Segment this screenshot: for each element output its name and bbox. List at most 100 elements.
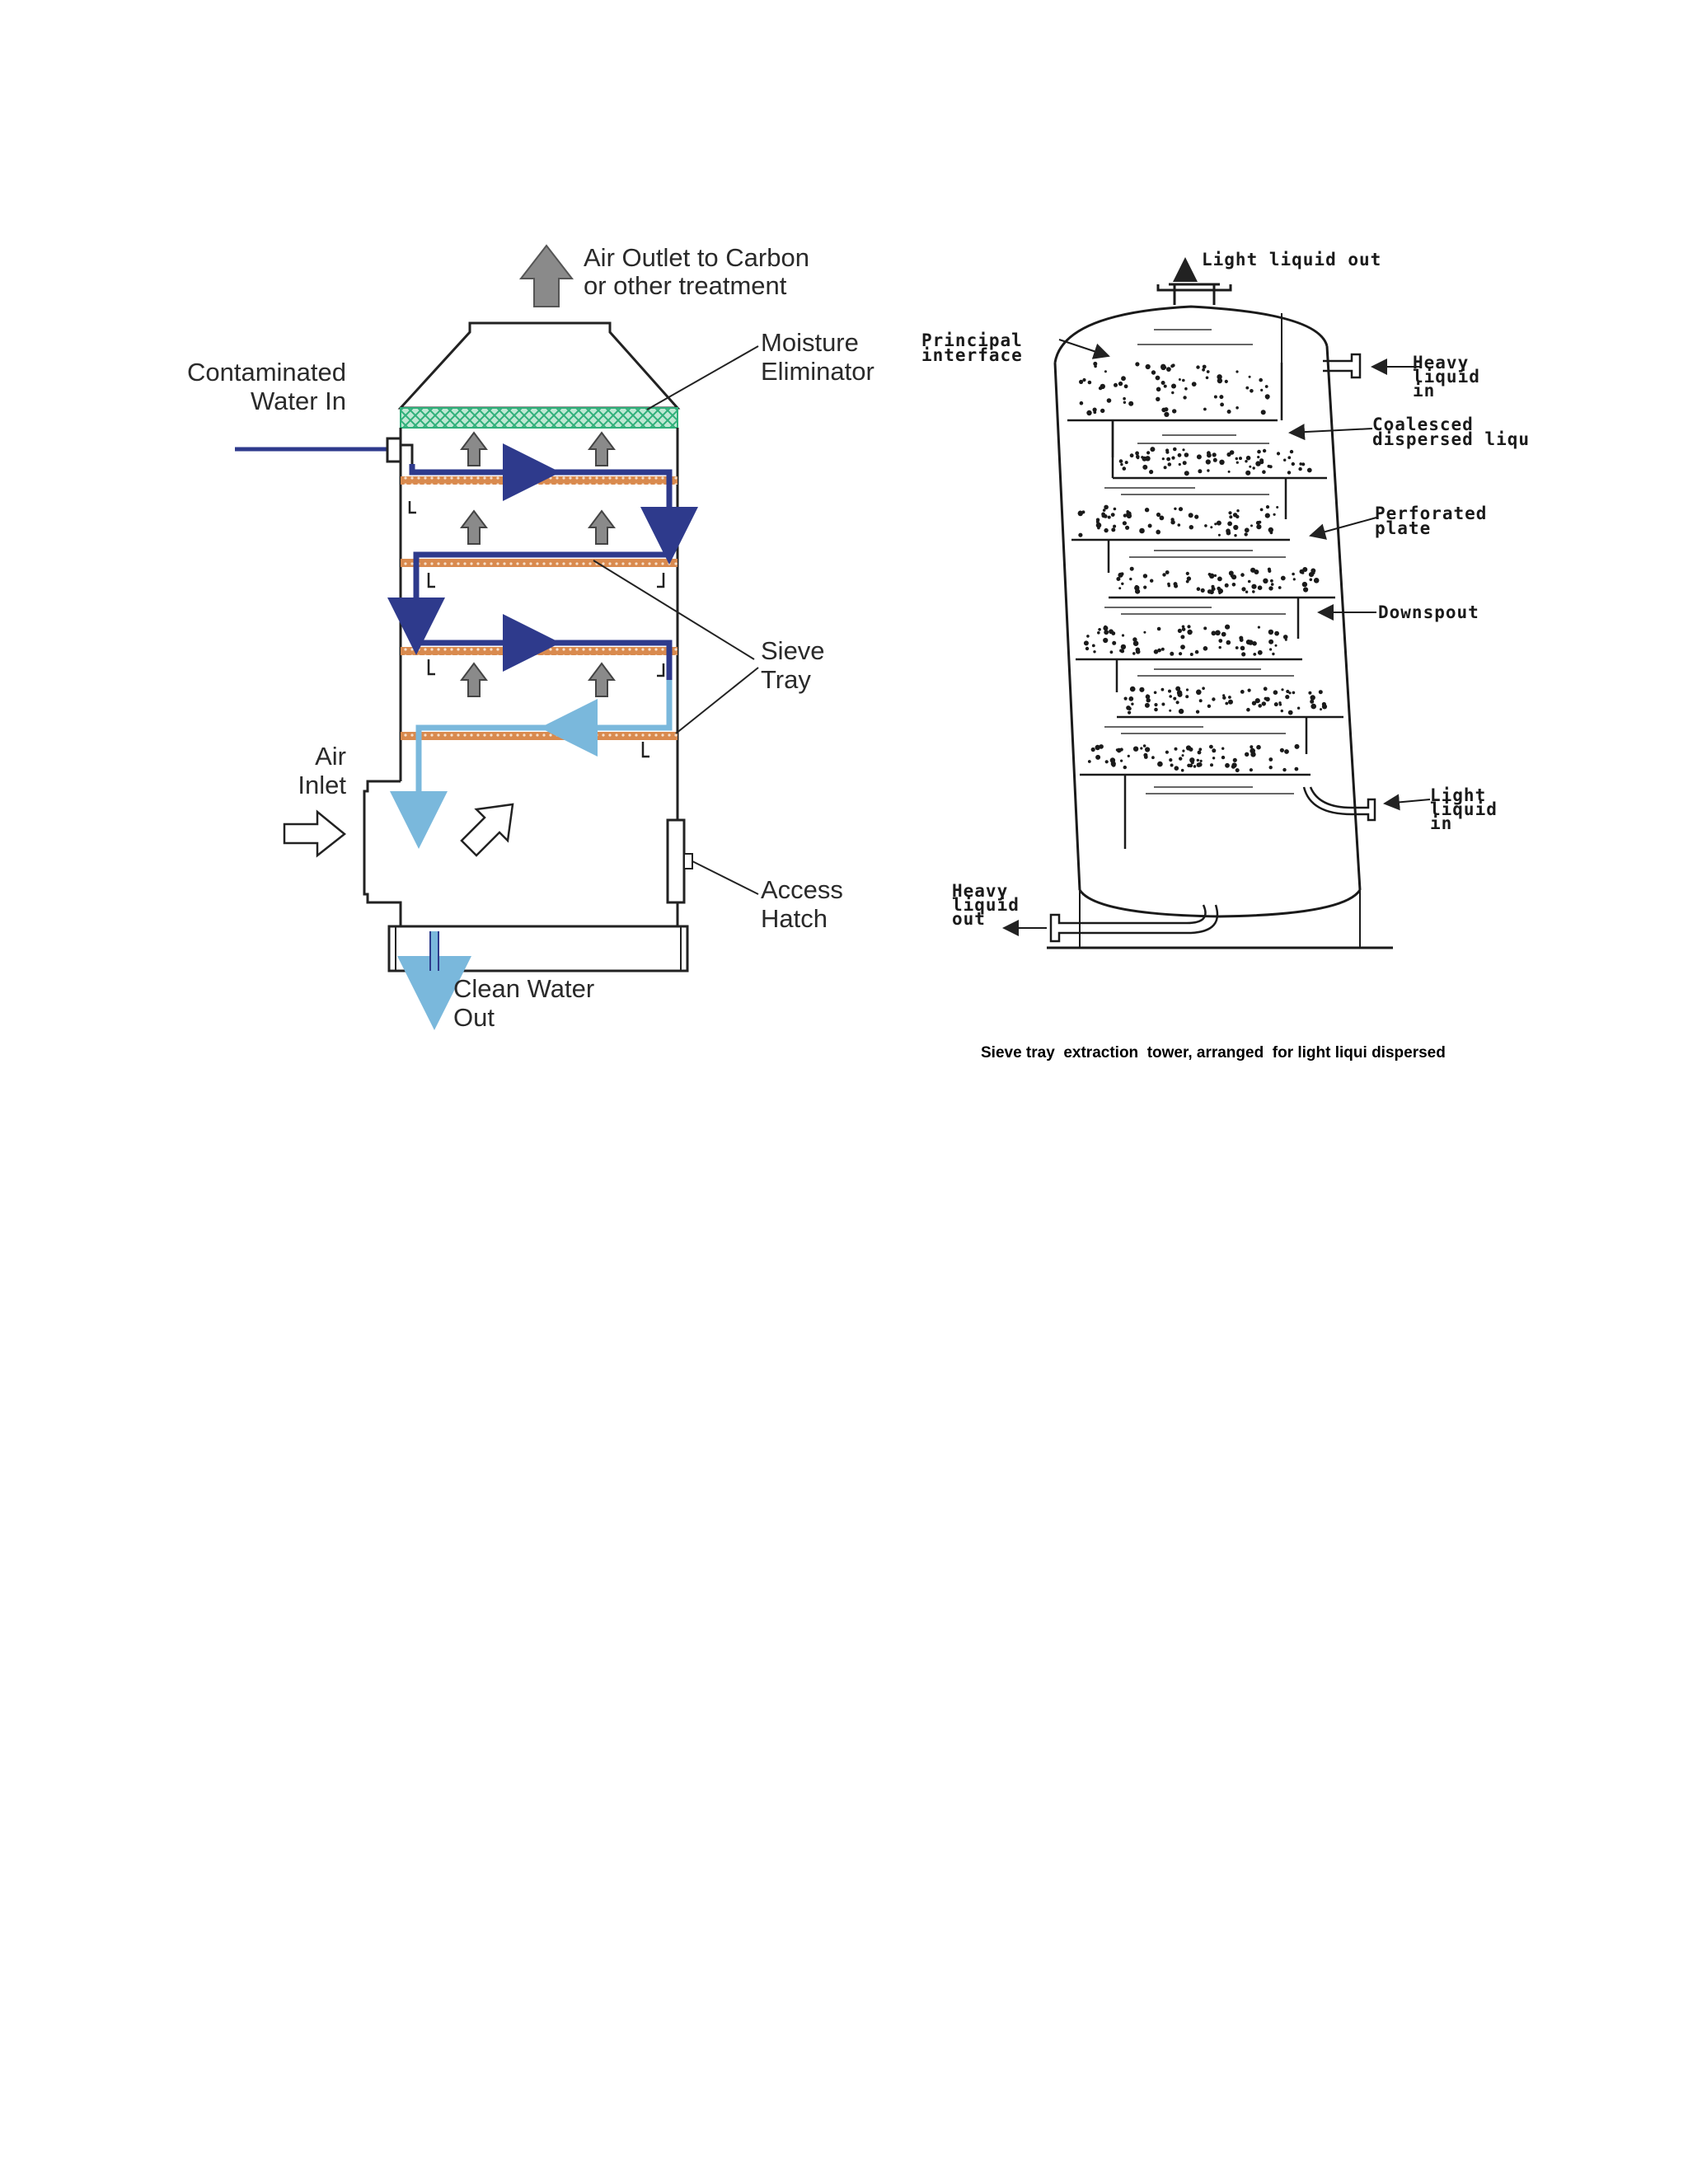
droplet <box>1225 701 1229 705</box>
air-outlet-label-2: or other treatment <box>584 271 787 300</box>
air-outlet-arrow-icon <box>518 244 574 307</box>
droplet <box>1112 640 1117 645</box>
droplet <box>1131 702 1134 705</box>
droplet <box>1183 396 1187 400</box>
droplet <box>1196 758 1200 762</box>
sieve-tray-4 <box>401 732 678 740</box>
droplet <box>1083 640 1089 646</box>
droplet <box>1079 379 1084 384</box>
droplet <box>1301 462 1306 466</box>
droplet <box>1121 634 1125 637</box>
droplet <box>1284 749 1289 754</box>
droplet <box>1255 461 1261 466</box>
droplet <box>1151 370 1156 375</box>
air-outlet-label-1: Air Outlet to Carbon <box>584 243 809 272</box>
droplet <box>1145 747 1151 752</box>
droplet <box>1215 630 1221 636</box>
droplet <box>1211 587 1216 592</box>
access-label-2: Hatch <box>761 904 828 933</box>
droplet <box>1247 688 1251 692</box>
droplet <box>1189 653 1193 656</box>
air-inlet-arrow-icon <box>283 809 346 858</box>
droplet <box>1217 533 1221 537</box>
moisture-eliminator <box>400 407 678 429</box>
droplet <box>1298 466 1302 471</box>
droplet <box>1228 570 1234 576</box>
droplet <box>1227 470 1231 473</box>
principal-label-2: interface <box>921 345 1023 365</box>
droplet <box>1241 587 1246 592</box>
droplet <box>1225 624 1231 630</box>
droplet <box>1311 703 1316 710</box>
droplet <box>1150 579 1154 583</box>
droplet <box>1106 398 1112 403</box>
droplet <box>1098 628 1101 631</box>
light-liquid-outlet-nozzle <box>1156 283 1232 305</box>
droplet <box>1160 381 1165 385</box>
droplet <box>1143 585 1147 589</box>
droplet <box>1273 513 1276 516</box>
droplet <box>1177 523 1181 527</box>
droplet <box>1196 365 1200 369</box>
droplet <box>1170 763 1174 767</box>
droplet <box>1213 574 1217 578</box>
droplet <box>1098 386 1103 391</box>
droplet <box>1166 457 1170 462</box>
droplet <box>1258 704 1262 708</box>
air-up-arrow-icon <box>460 509 488 545</box>
droplet <box>1172 409 1177 414</box>
air-up-arrow-icon <box>588 509 616 545</box>
droplet <box>1287 456 1292 460</box>
droplet <box>1259 377 1263 382</box>
droplet <box>1104 504 1109 510</box>
droplet <box>1123 396 1126 401</box>
droplet <box>1218 592 1221 595</box>
droplet <box>1104 630 1109 635</box>
inlet-valve-icon <box>386 437 414 466</box>
droplet <box>1120 649 1125 654</box>
droplet <box>1129 577 1132 581</box>
air-up-arrow-icon <box>460 431 488 466</box>
droplet <box>1156 387 1161 392</box>
droplet <box>1196 587 1201 591</box>
droplet <box>1252 590 1255 593</box>
droplet <box>1226 410 1231 414</box>
droplet <box>1161 702 1165 706</box>
droplet <box>1132 640 1139 646</box>
figure-caption: Sieve tray extraction tower, arranged fo… <box>981 1044 1446 1062</box>
droplet <box>1251 701 1257 705</box>
droplet <box>1146 698 1151 703</box>
droplet <box>1212 457 1217 462</box>
droplet <box>1205 376 1209 380</box>
droplet <box>1141 456 1144 459</box>
droplet <box>1090 747 1095 752</box>
droplet <box>1178 378 1181 381</box>
droplet <box>1200 588 1205 593</box>
coalesced-label-1: Coalesced <box>1372 415 1474 434</box>
droplet <box>1218 639 1223 643</box>
droplet <box>1225 762 1230 768</box>
droplet <box>1265 505 1270 509</box>
droplet <box>1270 579 1273 583</box>
droplet <box>1245 470 1251 476</box>
droplet <box>1171 456 1175 460</box>
droplet <box>1217 377 1223 384</box>
perforated-label-1: Perforated <box>1375 504 1487 523</box>
droplet <box>1274 644 1278 647</box>
droplet <box>1245 455 1251 461</box>
clean-water-label-2: Out <box>453 1003 495 1032</box>
droplet <box>1103 626 1109 631</box>
droplet <box>1164 411 1170 417</box>
droplet <box>1236 370 1239 373</box>
droplet <box>1123 401 1127 404</box>
droplet <box>1254 698 1260 704</box>
droplet <box>1221 755 1226 760</box>
droplet <box>1292 578 1296 581</box>
droplet <box>1129 453 1134 458</box>
droplet <box>1144 702 1150 708</box>
droplet <box>1273 690 1278 695</box>
droplet <box>1211 630 1217 636</box>
droplet <box>1284 638 1287 641</box>
droplet <box>1262 470 1266 474</box>
droplet <box>1118 381 1123 387</box>
